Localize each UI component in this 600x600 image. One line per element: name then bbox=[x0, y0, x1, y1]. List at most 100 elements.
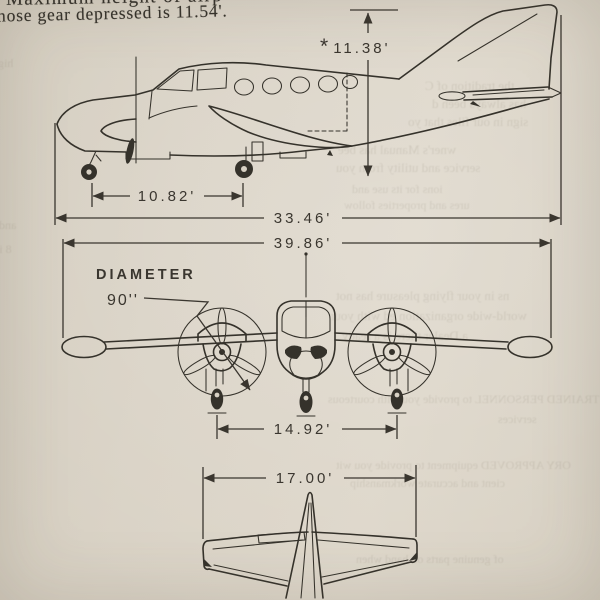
tail-bumper bbox=[470, 101, 481, 107]
side-view bbox=[56, 3, 562, 180]
extension-line bbox=[54, 15, 562, 225]
cowl-cheek-line bbox=[148, 105, 198, 119]
windshield bbox=[156, 69, 195, 92]
right-cowl-intake bbox=[310, 345, 327, 359]
diameter-value: 90'' bbox=[107, 292, 139, 309]
cockpit-side-window bbox=[196, 67, 228, 91]
nose-bottom-profile bbox=[56, 123, 127, 153]
left-main-gear bbox=[205, 368, 227, 414]
dimension-wingspan: 39.86' bbox=[62, 235, 552, 338]
wheel-hub bbox=[303, 395, 309, 401]
wheel-track-label: 14.92' bbox=[274, 421, 332, 438]
stabilizer-bottom-edge bbox=[463, 96, 553, 101]
spinner bbox=[212, 342, 232, 362]
nose-wheel-hub bbox=[86, 169, 92, 175]
cabin-window bbox=[233, 78, 255, 96]
cabin-window bbox=[317, 75, 339, 93]
elevator-hinge-line bbox=[472, 89, 545, 96]
right-tip-tank bbox=[507, 335, 553, 359]
dimension-wheelbase: 10.82' bbox=[91, 183, 244, 207]
elevator-hinge-right bbox=[317, 539, 410, 549]
windshield-band bbox=[281, 306, 331, 339]
hidden-structure-dashed bbox=[306, 72, 348, 132]
stabilizer-top-edge bbox=[206, 531, 414, 542]
rudder-lines bbox=[300, 502, 316, 599]
cabin-outline bbox=[276, 300, 336, 380]
main-wheel-hub bbox=[241, 166, 247, 172]
main-wheel bbox=[210, 388, 224, 410]
main-gear-door bbox=[251, 141, 264, 162]
right-wing bbox=[334, 332, 509, 350]
left-cowl-intake bbox=[285, 345, 302, 359]
right-nacelle bbox=[367, 322, 417, 372]
leader-line bbox=[143, 297, 210, 317]
rudder-hinge-line bbox=[457, 13, 538, 62]
propeller-blade bbox=[387, 307, 397, 345]
dimension-stabilizer-span: 17.00' bbox=[202, 465, 417, 539]
overall-length-label: 33.46' bbox=[274, 210, 332, 227]
cabin-window bbox=[261, 77, 283, 95]
left-propeller-blades bbox=[183, 307, 261, 376]
front-view bbox=[61, 252, 553, 417]
left-wing bbox=[103, 332, 278, 350]
left-tip-tank bbox=[61, 335, 107, 359]
left-nacelle bbox=[197, 322, 247, 372]
tip-corner-mark bbox=[204, 559, 212, 567]
gear-strut bbox=[205, 368, 224, 392]
right-propeller-blades bbox=[353, 307, 431, 376]
main-wheel bbox=[390, 388, 404, 410]
wing-root-fairing bbox=[208, 105, 353, 149]
propeller-blade bbox=[183, 354, 216, 376]
right-main-gear bbox=[387, 368, 409, 414]
elevator-panel-left bbox=[213, 564, 289, 582]
nose-wheel bbox=[299, 391, 313, 413]
extension-tick bbox=[216, 415, 398, 439]
propeller-blade bbox=[217, 307, 227, 345]
dimension-wheel-track: 14.92' bbox=[216, 415, 398, 439]
gear-strut bbox=[302, 378, 310, 393]
trim-tab bbox=[257, 531, 306, 544]
cabin-window bbox=[341, 74, 359, 90]
spinner bbox=[382, 342, 402, 362]
tip-corner-mark bbox=[409, 552, 417, 561]
stabilizer-bottom-right bbox=[323, 561, 412, 585]
stabilizer-right-tip bbox=[410, 538, 418, 564]
fuselage-top-profile bbox=[56, 61, 400, 125]
propeller-spinner bbox=[100, 118, 137, 143]
stabilizer-span-label: 17.00' bbox=[276, 470, 334, 487]
propeller-diameter-callout: DIAMETER 90'' bbox=[96, 267, 251, 391]
spinner-hub bbox=[389, 349, 395, 355]
wheel-hub bbox=[394, 392, 400, 398]
gear-strut bbox=[389, 368, 409, 392]
firewall-seam bbox=[148, 90, 153, 120]
diameter-arrow bbox=[196, 315, 251, 391]
wheel-hub bbox=[214, 392, 220, 398]
dimension-tail-height: *11.38' bbox=[320, 9, 398, 177]
stabilizer-trailing-edge bbox=[547, 86, 562, 98]
nose-cone bbox=[289, 350, 323, 379]
tail-view bbox=[202, 491, 418, 599]
antenna-tip bbox=[304, 252, 308, 256]
front-nose-gear bbox=[296, 378, 316, 417]
propeller-blade bbox=[125, 138, 135, 164]
vertical-fin bbox=[398, 3, 558, 90]
stabilizer-bottom-left bbox=[208, 568, 288, 587]
elevator-panel-right bbox=[321, 559, 409, 578]
cabin-window bbox=[289, 76, 311, 94]
extension-tick bbox=[91, 183, 244, 207]
belly-step bbox=[279, 151, 307, 159]
stabilizer-left-tip bbox=[202, 540, 210, 571]
extension-line bbox=[202, 465, 417, 539]
wheelbase-label: 10.82' bbox=[138, 188, 196, 205]
wingspan-label: 39.86' bbox=[274, 235, 332, 252]
belly-antenna bbox=[327, 150, 333, 156]
fin-cross-section bbox=[285, 491, 324, 599]
stabilizer-tip bbox=[438, 91, 466, 101]
belly-line bbox=[169, 98, 550, 157]
diameter-label: DIAMETER bbox=[96, 267, 196, 283]
extension-line bbox=[62, 239, 552, 338]
stabilizer-top-edge bbox=[462, 86, 549, 93]
dimension-overall-length: 33.46' bbox=[54, 15, 562, 227]
